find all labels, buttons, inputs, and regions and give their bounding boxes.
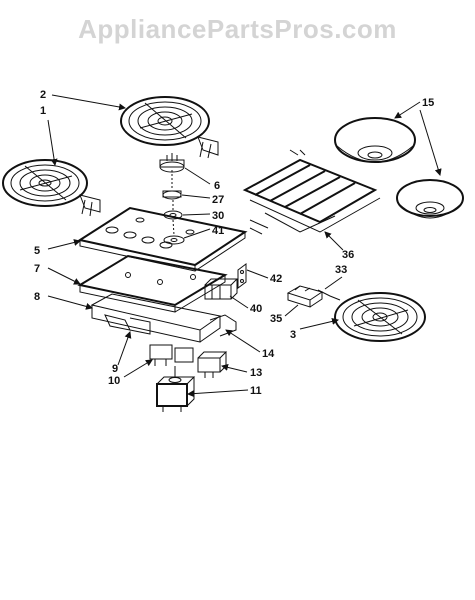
callout-35: 35: [270, 313, 282, 325]
cooktop-top-panel: [77, 206, 248, 272]
infinite-switches: [149, 344, 194, 366]
callout-15: 15: [422, 97, 434, 109]
control-bracket: [90, 293, 237, 343]
callout-13: 13: [250, 367, 262, 379]
callout-8: 8: [34, 291, 40, 303]
cooktop-inner-panel: [77, 254, 228, 313]
bake-element: [242, 149, 381, 235]
mounting-bracket: [237, 263, 247, 289]
callout-7: 7: [34, 263, 40, 275]
callout-10: 10: [108, 375, 120, 387]
drip-bowl-large: [334, 117, 416, 163]
callout-3: 3: [290, 329, 296, 341]
callout-36: 36: [342, 249, 354, 261]
callout-2: 2: [40, 89, 46, 101]
surface-element-left: [2, 159, 101, 217]
surface-element-right: [334, 292, 426, 342]
callout-9: 9: [112, 363, 118, 375]
watermark-text: AppliancePartsPros.com: [78, 14, 397, 44]
callout-33: 33: [335, 264, 347, 276]
callout-27: 27: [212, 194, 224, 206]
terminal-block: [204, 278, 239, 300]
surface-element-top: [120, 96, 219, 159]
callout-6: 6: [214, 180, 220, 192]
callout-42: 42: [270, 273, 282, 285]
element-receptacle: [286, 285, 341, 308]
callout-41: 41: [212, 225, 224, 237]
callout-5: 5: [34, 245, 40, 257]
callout-30: 30: [212, 210, 224, 222]
selector-switch: [156, 366, 196, 412]
switch-components: [159, 153, 185, 245]
leader-lines: [47, 94, 442, 398]
relay-component: [197, 351, 228, 378]
callout-14: 14: [262, 348, 275, 360]
callout-1: 1: [40, 105, 46, 117]
callout-40: 40: [250, 303, 262, 315]
callout-11: 11: [250, 385, 262, 397]
drip-bowl-small: [396, 179, 464, 219]
